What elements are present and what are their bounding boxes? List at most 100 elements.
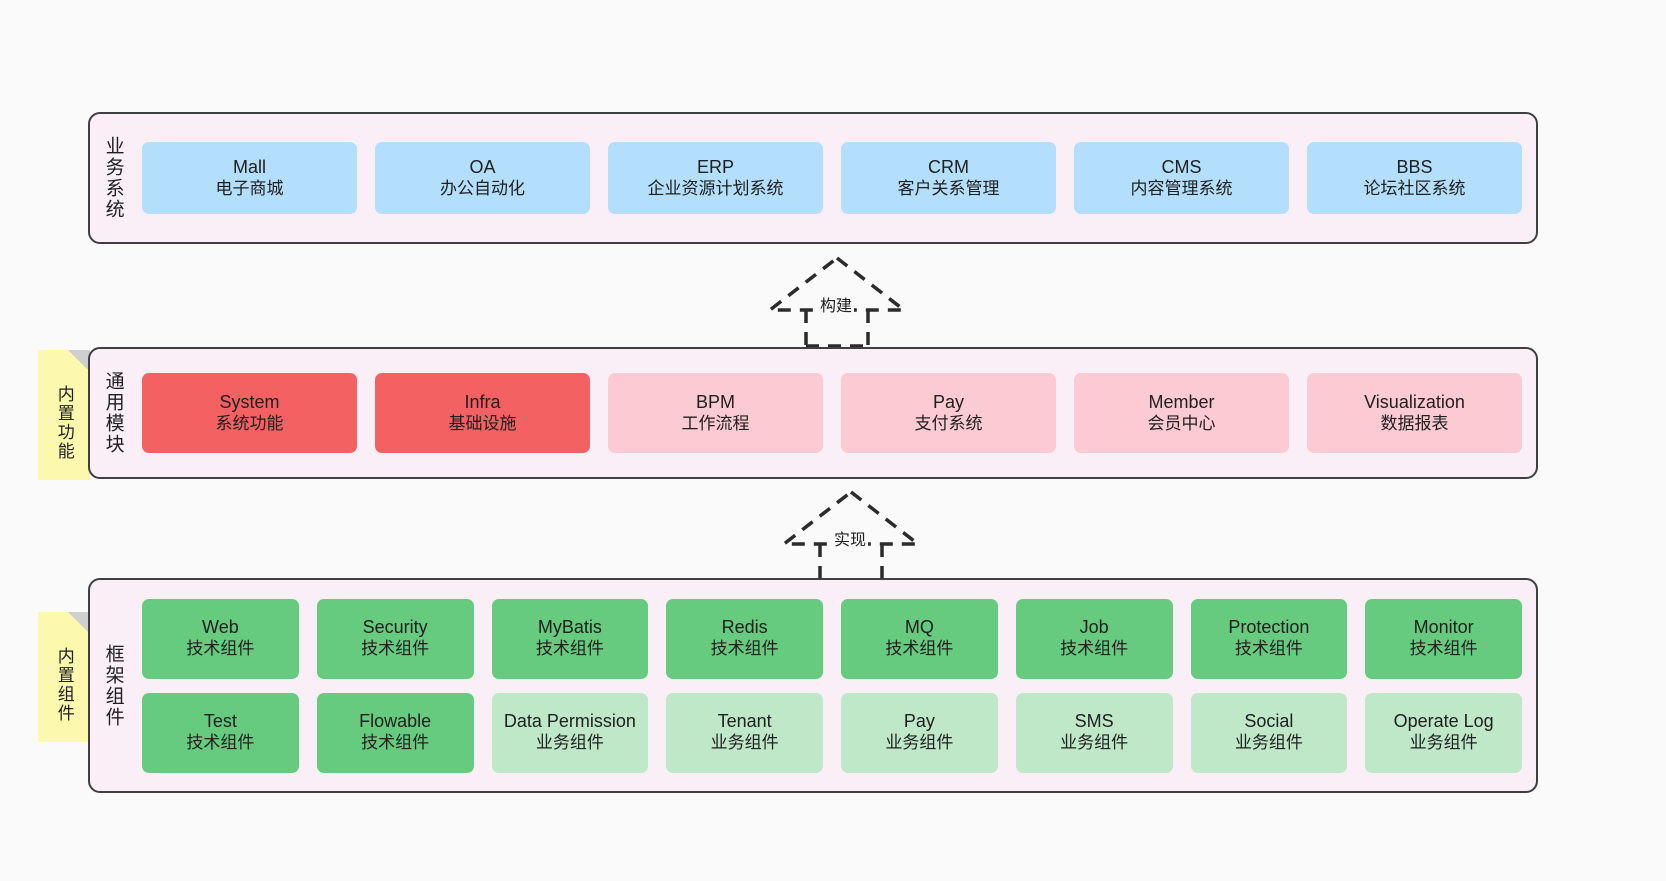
card-title: MQ — [904, 617, 934, 638]
card-subtitle: 技术组件 — [535, 639, 604, 659]
connector-implement: 实现 — [766, 486, 936, 582]
framework-components-row-business: Test 技术组件 Flowable 技术组件 Data Permission … — [142, 692, 1522, 773]
card-title: Infra — [464, 391, 501, 412]
module-card-bpm[interactable]: BPM 工作流程 — [608, 373, 823, 453]
card-title: Test — [203, 711, 237, 732]
component-card-social[interactable]: Social 业务组件 — [1190, 692, 1348, 773]
card-title: BBS — [1396, 156, 1433, 177]
card-title: Pay — [903, 711, 935, 732]
card-subtitle: 技术组件 — [186, 733, 255, 753]
card-title: Mall — [232, 156, 266, 177]
module-card-member[interactable]: Member 会员中心 — [1074, 373, 1289, 453]
component-card-tenant[interactable]: Tenant 业务组件 — [666, 692, 823, 773]
card-subtitle: 技术组件 — [710, 639, 779, 659]
component-card-redis[interactable]: Redis 技术组件 — [666, 598, 823, 679]
note-fold-corner-icon — [68, 350, 90, 372]
card-subtitle: 业务组件 — [710, 733, 779, 753]
module-card-system[interactable]: System 系统功能 — [142, 373, 357, 453]
component-card-mybatis[interactable]: MyBatis 技术组件 — [491, 598, 649, 679]
component-card-flowable[interactable]: Flowable 技术组件 — [316, 692, 474, 773]
card-title: OA — [469, 156, 496, 177]
card-title: ERP — [696, 156, 734, 177]
card-title: BPM — [695, 391, 735, 412]
business-card-oa[interactable]: OA 办公自动化 — [375, 142, 590, 214]
card-subtitle: 技术组件 — [885, 639, 954, 659]
card-subtitle: 工作流程 — [681, 413, 750, 433]
card-title: Data Permission — [503, 711, 636, 732]
card-subtitle: 技术组件 — [361, 639, 430, 659]
card-title: Member — [1148, 391, 1215, 412]
connector-build: 构建 — [752, 252, 922, 348]
component-card-protection[interactable]: Protection 技术组件 — [1190, 598, 1348, 679]
card-subtitle: 技术组件 — [186, 639, 255, 659]
component-card-test[interactable]: Test 技术组件 — [142, 692, 299, 773]
component-card-mq[interactable]: MQ 技术组件 — [841, 598, 998, 679]
layer-label-common-modules: 通用模块 — [102, 371, 124, 455]
card-title: Operate Log — [1393, 711, 1494, 732]
layer-body-common-modules: System 系统功能 Infra 基础设施 BPM 工作流程 Pay 支付系统… — [136, 349, 1536, 477]
layer-label-framework-components: 框架组件 — [102, 643, 124, 728]
card-title: Protection — [1228, 617, 1310, 638]
component-card-security[interactable]: Security 技术组件 — [316, 598, 474, 679]
card-subtitle: 论坛社区系统 — [1363, 178, 1466, 198]
card-subtitle: 技术组件 — [1409, 639, 1478, 659]
card-title: Social — [1244, 711, 1294, 732]
module-card-pay[interactable]: Pay 支付系统 — [841, 373, 1056, 453]
card-subtitle: 电子商城 — [215, 178, 284, 198]
note-builtin-functions: 内置功能 — [38, 350, 90, 480]
card-title: Pay — [932, 391, 965, 412]
business-card-erp[interactable]: ERP 企业资源计划系统 — [608, 142, 823, 214]
component-card-monitor[interactable]: Monitor 技术组件 — [1365, 598, 1522, 679]
component-card-pay[interactable]: Pay 业务组件 — [841, 692, 998, 773]
card-subtitle: 业务组件 — [1060, 733, 1129, 753]
card-subtitle: 办公自动化 — [440, 178, 525, 198]
card-subtitle: 业务组件 — [885, 733, 954, 753]
component-card-web[interactable]: Web 技术组件 — [142, 598, 299, 679]
card-title: Flowable — [359, 711, 432, 732]
card-subtitle: 基础设施 — [448, 413, 517, 433]
card-title: Job — [1079, 617, 1109, 638]
note-builtin-components: 内置组件 — [38, 612, 90, 742]
card-title: Redis — [721, 617, 768, 638]
card-subtitle: 业务组件 — [1409, 733, 1478, 753]
card-subtitle: 客户关系管理 — [897, 178, 1000, 198]
card-subtitle: 技术组件 — [1060, 639, 1129, 659]
card-subtitle: 技术组件 — [1234, 639, 1303, 659]
card-title: MyBatis — [537, 617, 602, 638]
card-title: SMS — [1074, 711, 1114, 732]
component-card-sms[interactable]: SMS 业务组件 — [1015, 692, 1173, 773]
card-title: Web — [202, 617, 239, 638]
business-card-crm[interactable]: CRM 客户关系管理 — [841, 142, 1056, 214]
card-subtitle: 系统功能 — [215, 413, 284, 433]
common-modules-row: System 系统功能 Infra 基础设施 BPM 工作流程 Pay 支付系统… — [142, 373, 1522, 453]
card-title: Tenant — [717, 711, 772, 732]
business-card-mall[interactable]: Mall 电子商城 — [142, 142, 357, 214]
card-title: Visualization — [1364, 391, 1465, 412]
layer-label-business-systems: 业务系统 — [102, 136, 124, 220]
component-card-job[interactable]: Job 技术组件 — [1015, 598, 1173, 679]
module-card-visualization[interactable]: Visualization 数据报表 — [1307, 373, 1522, 453]
note-builtin-components-label: 内置组件 — [54, 647, 74, 723]
note-fold-corner-icon — [68, 612, 90, 634]
card-subtitle: 企业资源计划系统 — [647, 178, 784, 198]
framework-components-row-tech: Web 技术组件 Security 技术组件 MyBatis 技术组件 Redi… — [142, 598, 1522, 679]
component-card-data-permission[interactable]: Data Permission 业务组件 — [491, 692, 649, 773]
card-subtitle: 内容管理系统 — [1130, 178, 1233, 198]
card-subtitle: 会员中心 — [1147, 413, 1216, 433]
card-title: Monitor — [1413, 617, 1474, 638]
card-subtitle: 数据报表 — [1380, 413, 1449, 433]
card-title: System — [219, 391, 280, 412]
business-card-cms[interactable]: CMS 内容管理系统 — [1074, 142, 1289, 214]
card-title: CMS — [1161, 156, 1202, 177]
module-card-infra[interactable]: Infra 基础设施 — [375, 373, 590, 453]
component-card-operate-log[interactable]: Operate Log 业务组件 — [1365, 692, 1522, 773]
card-title: Security — [362, 617, 428, 638]
card-title: CRM — [928, 156, 969, 177]
layer-body-business-systems: Mall 电子商城 OA 办公自动化 ERP 企业资源计划系统 CRM 客户关系… — [136, 114, 1536, 242]
business-card-bbs[interactable]: BBS 论坛社区系统 — [1307, 142, 1522, 214]
connector-build-label: 构建 — [818, 292, 855, 316]
layer-framework-components: 框架组件 Web 技术组件 Security 技术组件 MyBatis 技术组件… — [88, 578, 1538, 793]
card-subtitle: 技术组件 — [361, 733, 430, 753]
layer-common-modules: 通用模块 System 系统功能 Infra 基础设施 BPM 工作流程 Pay… — [88, 347, 1538, 479]
